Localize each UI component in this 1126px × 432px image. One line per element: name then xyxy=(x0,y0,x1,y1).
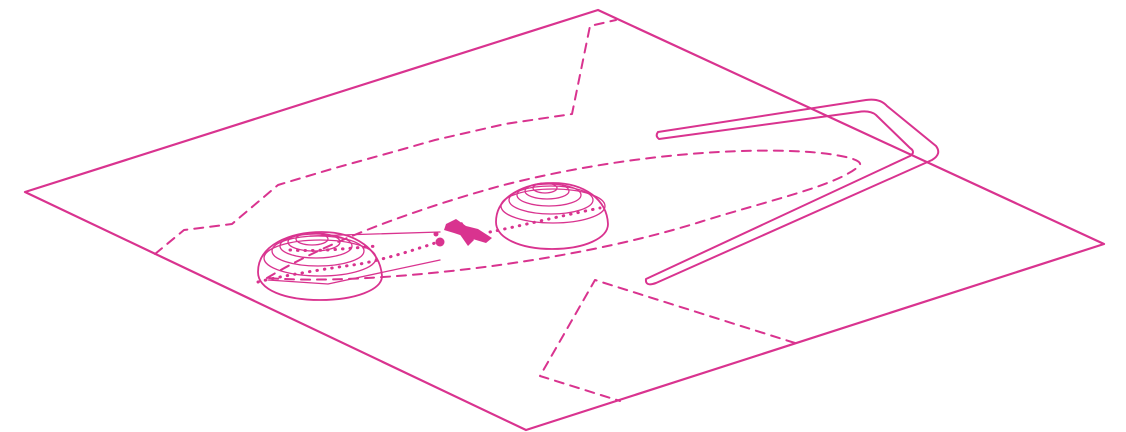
dashed-zone-upper-left xyxy=(154,19,617,255)
mound-right-contour-2 xyxy=(508,185,594,215)
ground-plane-outline xyxy=(23,8,1106,432)
aircraft-wing xyxy=(454,222,474,246)
aircraft-shadow-dot-1 xyxy=(435,237,445,247)
mound-right-contour-1 xyxy=(500,188,606,224)
aircraft-shadow-dot-2 xyxy=(433,231,439,237)
aircraft-icon xyxy=(433,219,492,247)
dotted-path-left xyxy=(256,240,440,284)
mound-right-base xyxy=(495,182,609,250)
mound-right-contour-5 xyxy=(532,182,558,194)
guide-line-upper xyxy=(309,231,441,237)
guide-line-lower xyxy=(267,259,441,285)
dashed-zone-lower xyxy=(539,279,796,402)
dashed-oval-zone xyxy=(266,149,862,281)
mound-left xyxy=(257,231,383,301)
dotted-path-right xyxy=(488,206,602,234)
runway-strip-outer xyxy=(644,98,940,286)
mound-left-base xyxy=(257,231,383,301)
mound-right xyxy=(495,182,609,250)
mound-right-contour-3 xyxy=(516,183,582,207)
mound-left-contour-3 xyxy=(279,233,353,259)
mound-left-contour-5 xyxy=(295,232,329,246)
mound-left-contour-1 xyxy=(263,239,377,277)
dotted-path-left-inner xyxy=(288,244,380,253)
